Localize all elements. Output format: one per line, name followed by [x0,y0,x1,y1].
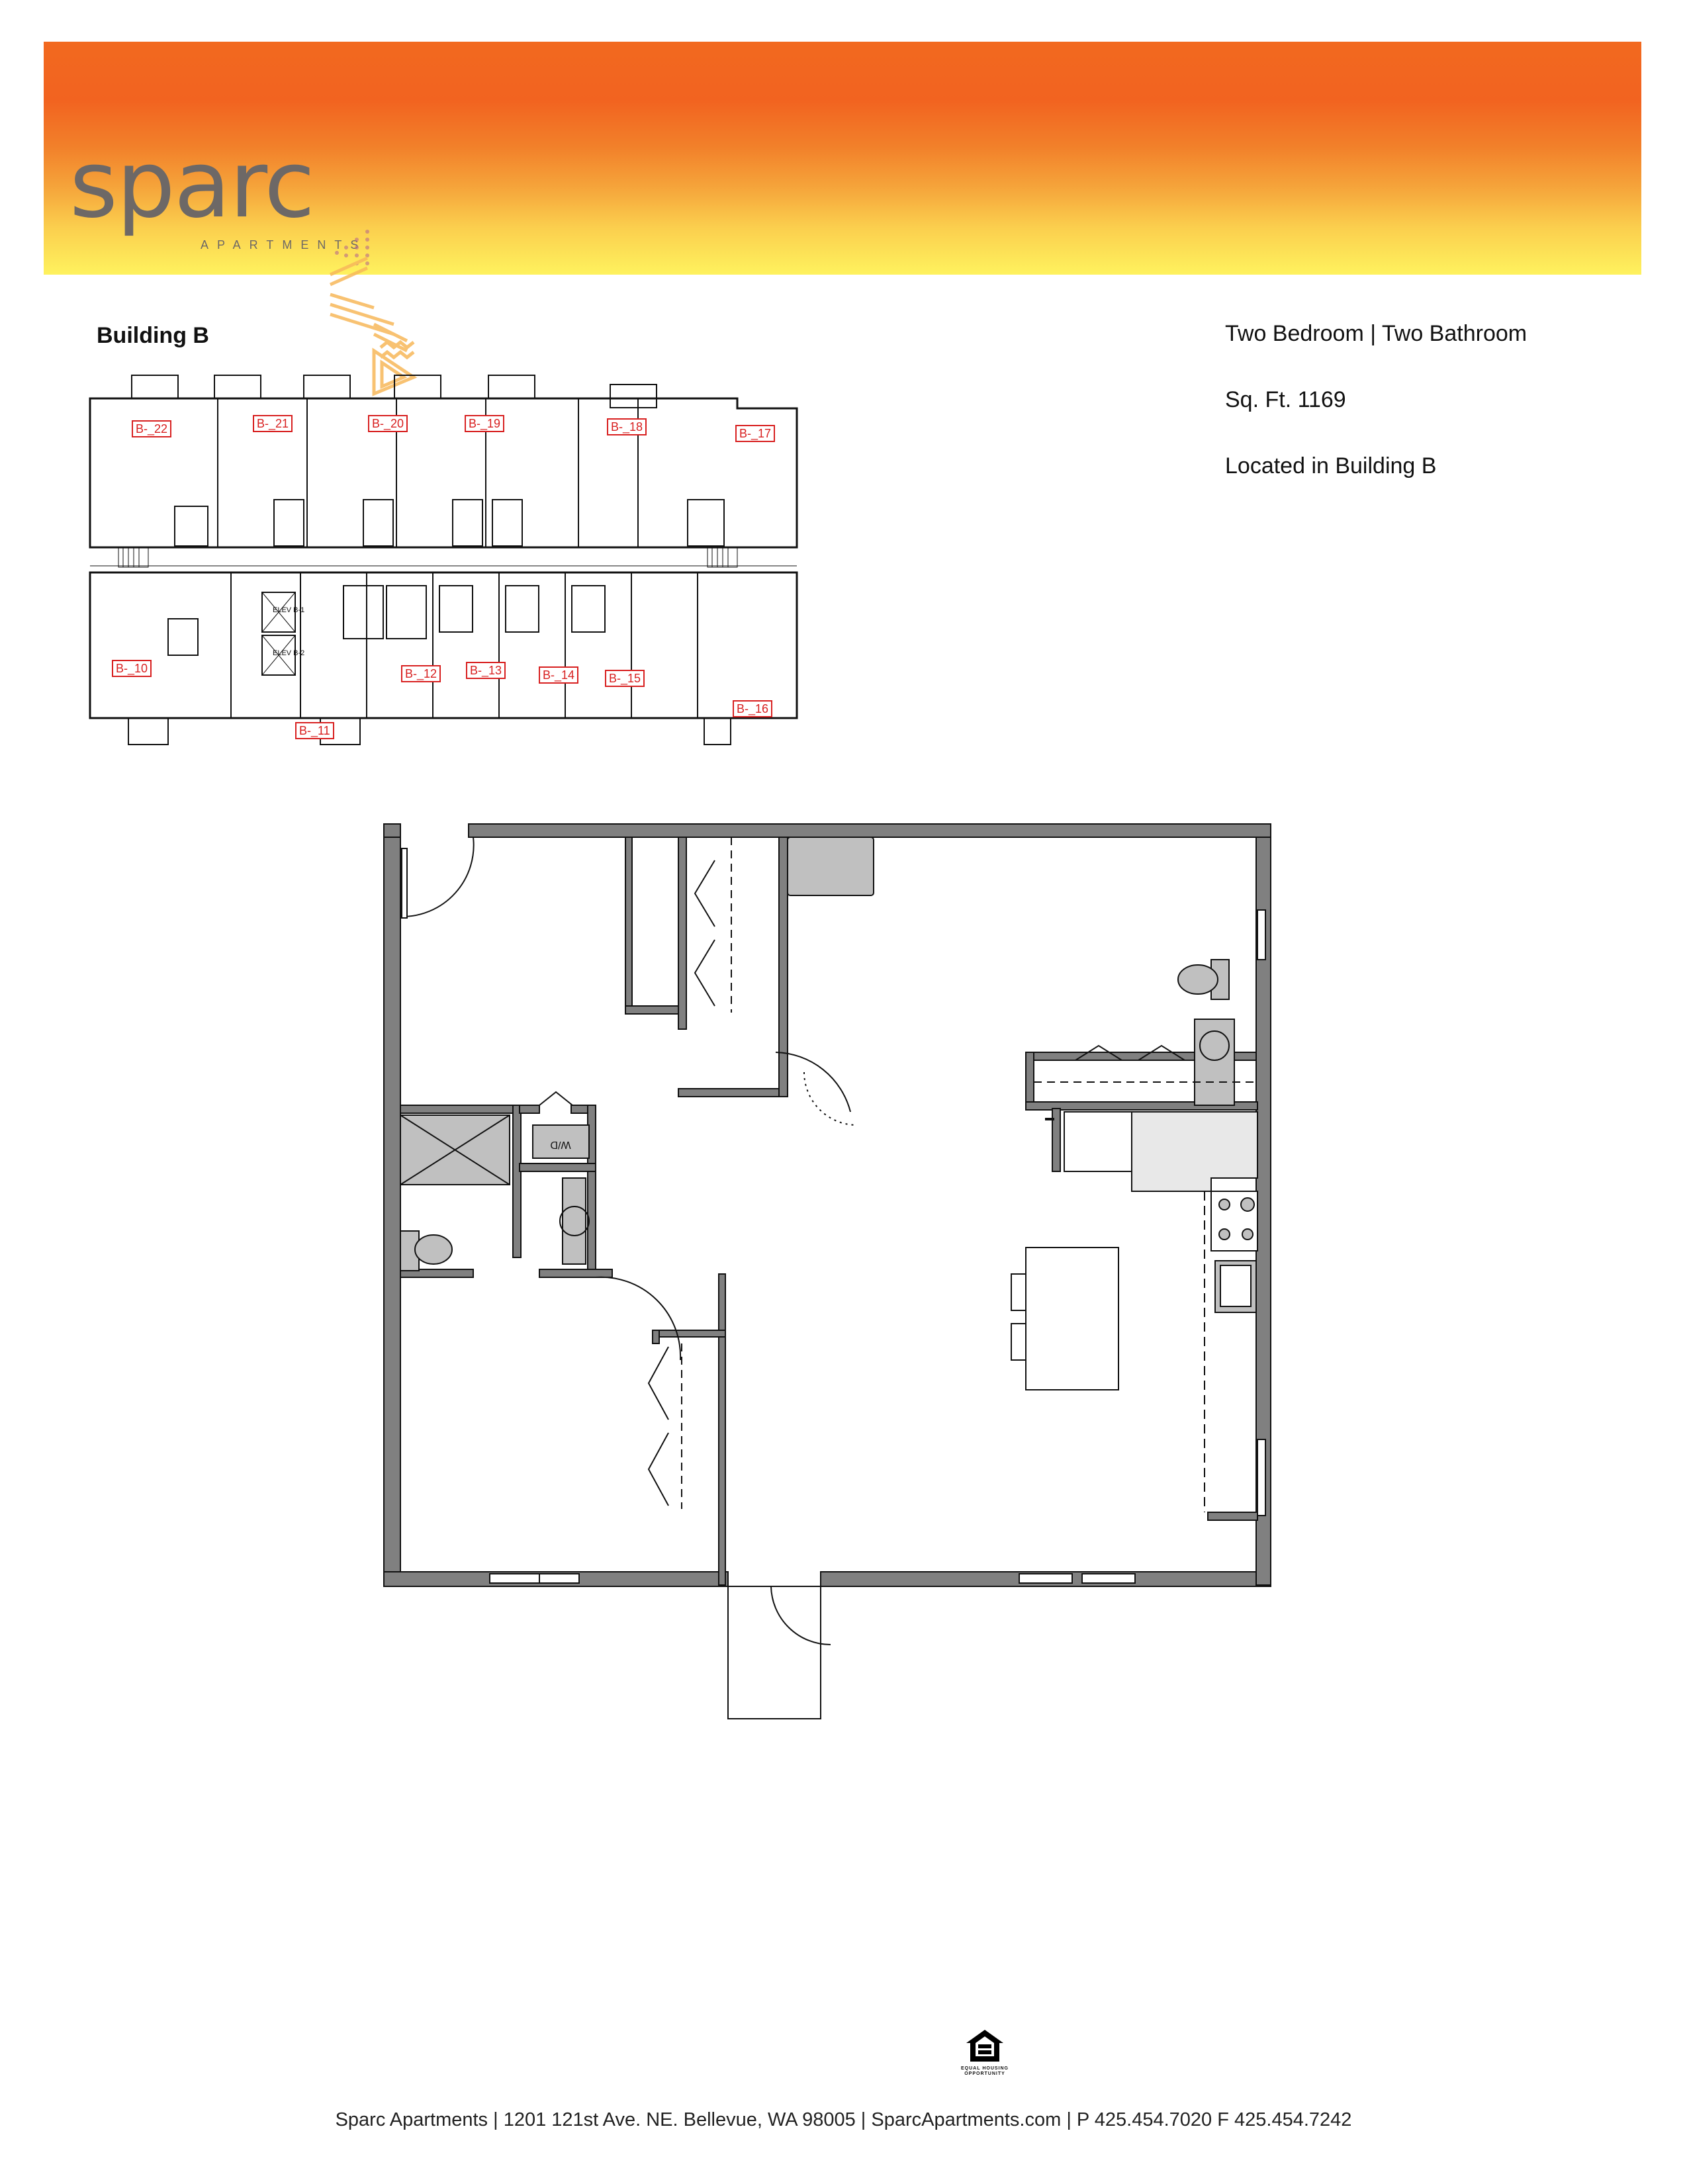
unit-label-b18: B-_18 [607,418,647,435]
front-door-swing [770,1586,831,1645]
unit-sqft: Sq. Ft. 1169 [1225,387,1346,412]
building-site-plan: ELEV B-1 ELEV B-2 B-_22 B-_21 B-_20 B-_1… [82,367,810,781]
bathtub [787,837,874,896]
unit-label-b16: B-_16 [733,700,773,717]
refrigerator-space [1064,1111,1132,1172]
toilet-tank-2 [400,1230,420,1271]
washer-dryer-label: W/D [550,1139,570,1150]
bar-stool [1011,1273,1026,1311]
unit-label-b10: B-_10 [112,660,152,677]
unit-floor-plan: W/D [377,821,1284,1727]
unit-label-b11: B-_11 [295,722,334,739]
balcony [727,1586,821,1719]
bath-door-swing [803,1071,858,1126]
balcony [394,375,441,399]
vanity-2 [562,1177,586,1265]
brand-name: sparc [69,131,315,239]
counter [1131,1111,1258,1192]
brand-logo: sparc APARTMENTS [69,131,418,396]
toilet-bowl [1177,964,1218,995]
elevator-label: ELEV B-1 [273,606,304,614]
eho-line2: OPPORTUNITY [964,2071,1005,2076]
balcony [131,375,179,399]
kitchen-island [1025,1247,1119,1390]
unit-label-b14: B-_14 [539,666,579,684]
footer-contact: Sparc Apartments | 1201 121st Ave. NE. B… [335,2109,1352,2130]
balcony [610,384,657,408]
unit-label-b20: B-_20 [368,415,408,432]
balcony [303,375,351,399]
bar-stool [1011,1323,1026,1361]
unit-label-b21: B-_21 [253,415,293,432]
brand-subtitle: APARTMENTS [201,238,367,251]
wall-left [383,823,401,1586]
balcony [214,375,261,399]
bedroom2-door-swing [775,1052,851,1113]
equal-housing-logo: EQUAL HOUSING OPPORTUNITY [958,2028,1011,2077]
balcony [488,375,535,399]
unit-location: Located in Building B [1225,453,1437,478]
header-banner [44,42,1641,275]
unit-label-b19: B-_19 [465,415,505,432]
floor-plan-drawing: W/D [383,823,1271,1719]
eho-line1: EQUAL HOUSING [961,2066,1009,2071]
unit-label-b22: B-_22 [132,420,172,437]
brand-mark-icon [329,230,418,396]
unit-label-b12: B-_12 [401,665,441,682]
equal-housing-icon [966,2030,1003,2062]
building-title: Building B [97,323,209,348]
entry-door-swing [401,837,475,918]
unit-label-b13: B-_13 [466,662,506,679]
wall-top [468,823,1271,838]
site-plan-drawing: ELEV B-1 ELEV B-2 [89,375,798,745]
vanity [1194,1019,1235,1106]
unit-label-b17: B-_17 [735,425,776,442]
elevator-label: ELEV B-2 [273,649,304,657]
unit-label-b15: B-_15 [605,670,645,687]
unit-type: Two Bedroom | Two Bathroom [1225,321,1527,346]
bedroom1-door-swing [595,1276,682,1361]
toilet-bowl-2 [414,1234,453,1265]
washer-dryer [532,1124,590,1159]
